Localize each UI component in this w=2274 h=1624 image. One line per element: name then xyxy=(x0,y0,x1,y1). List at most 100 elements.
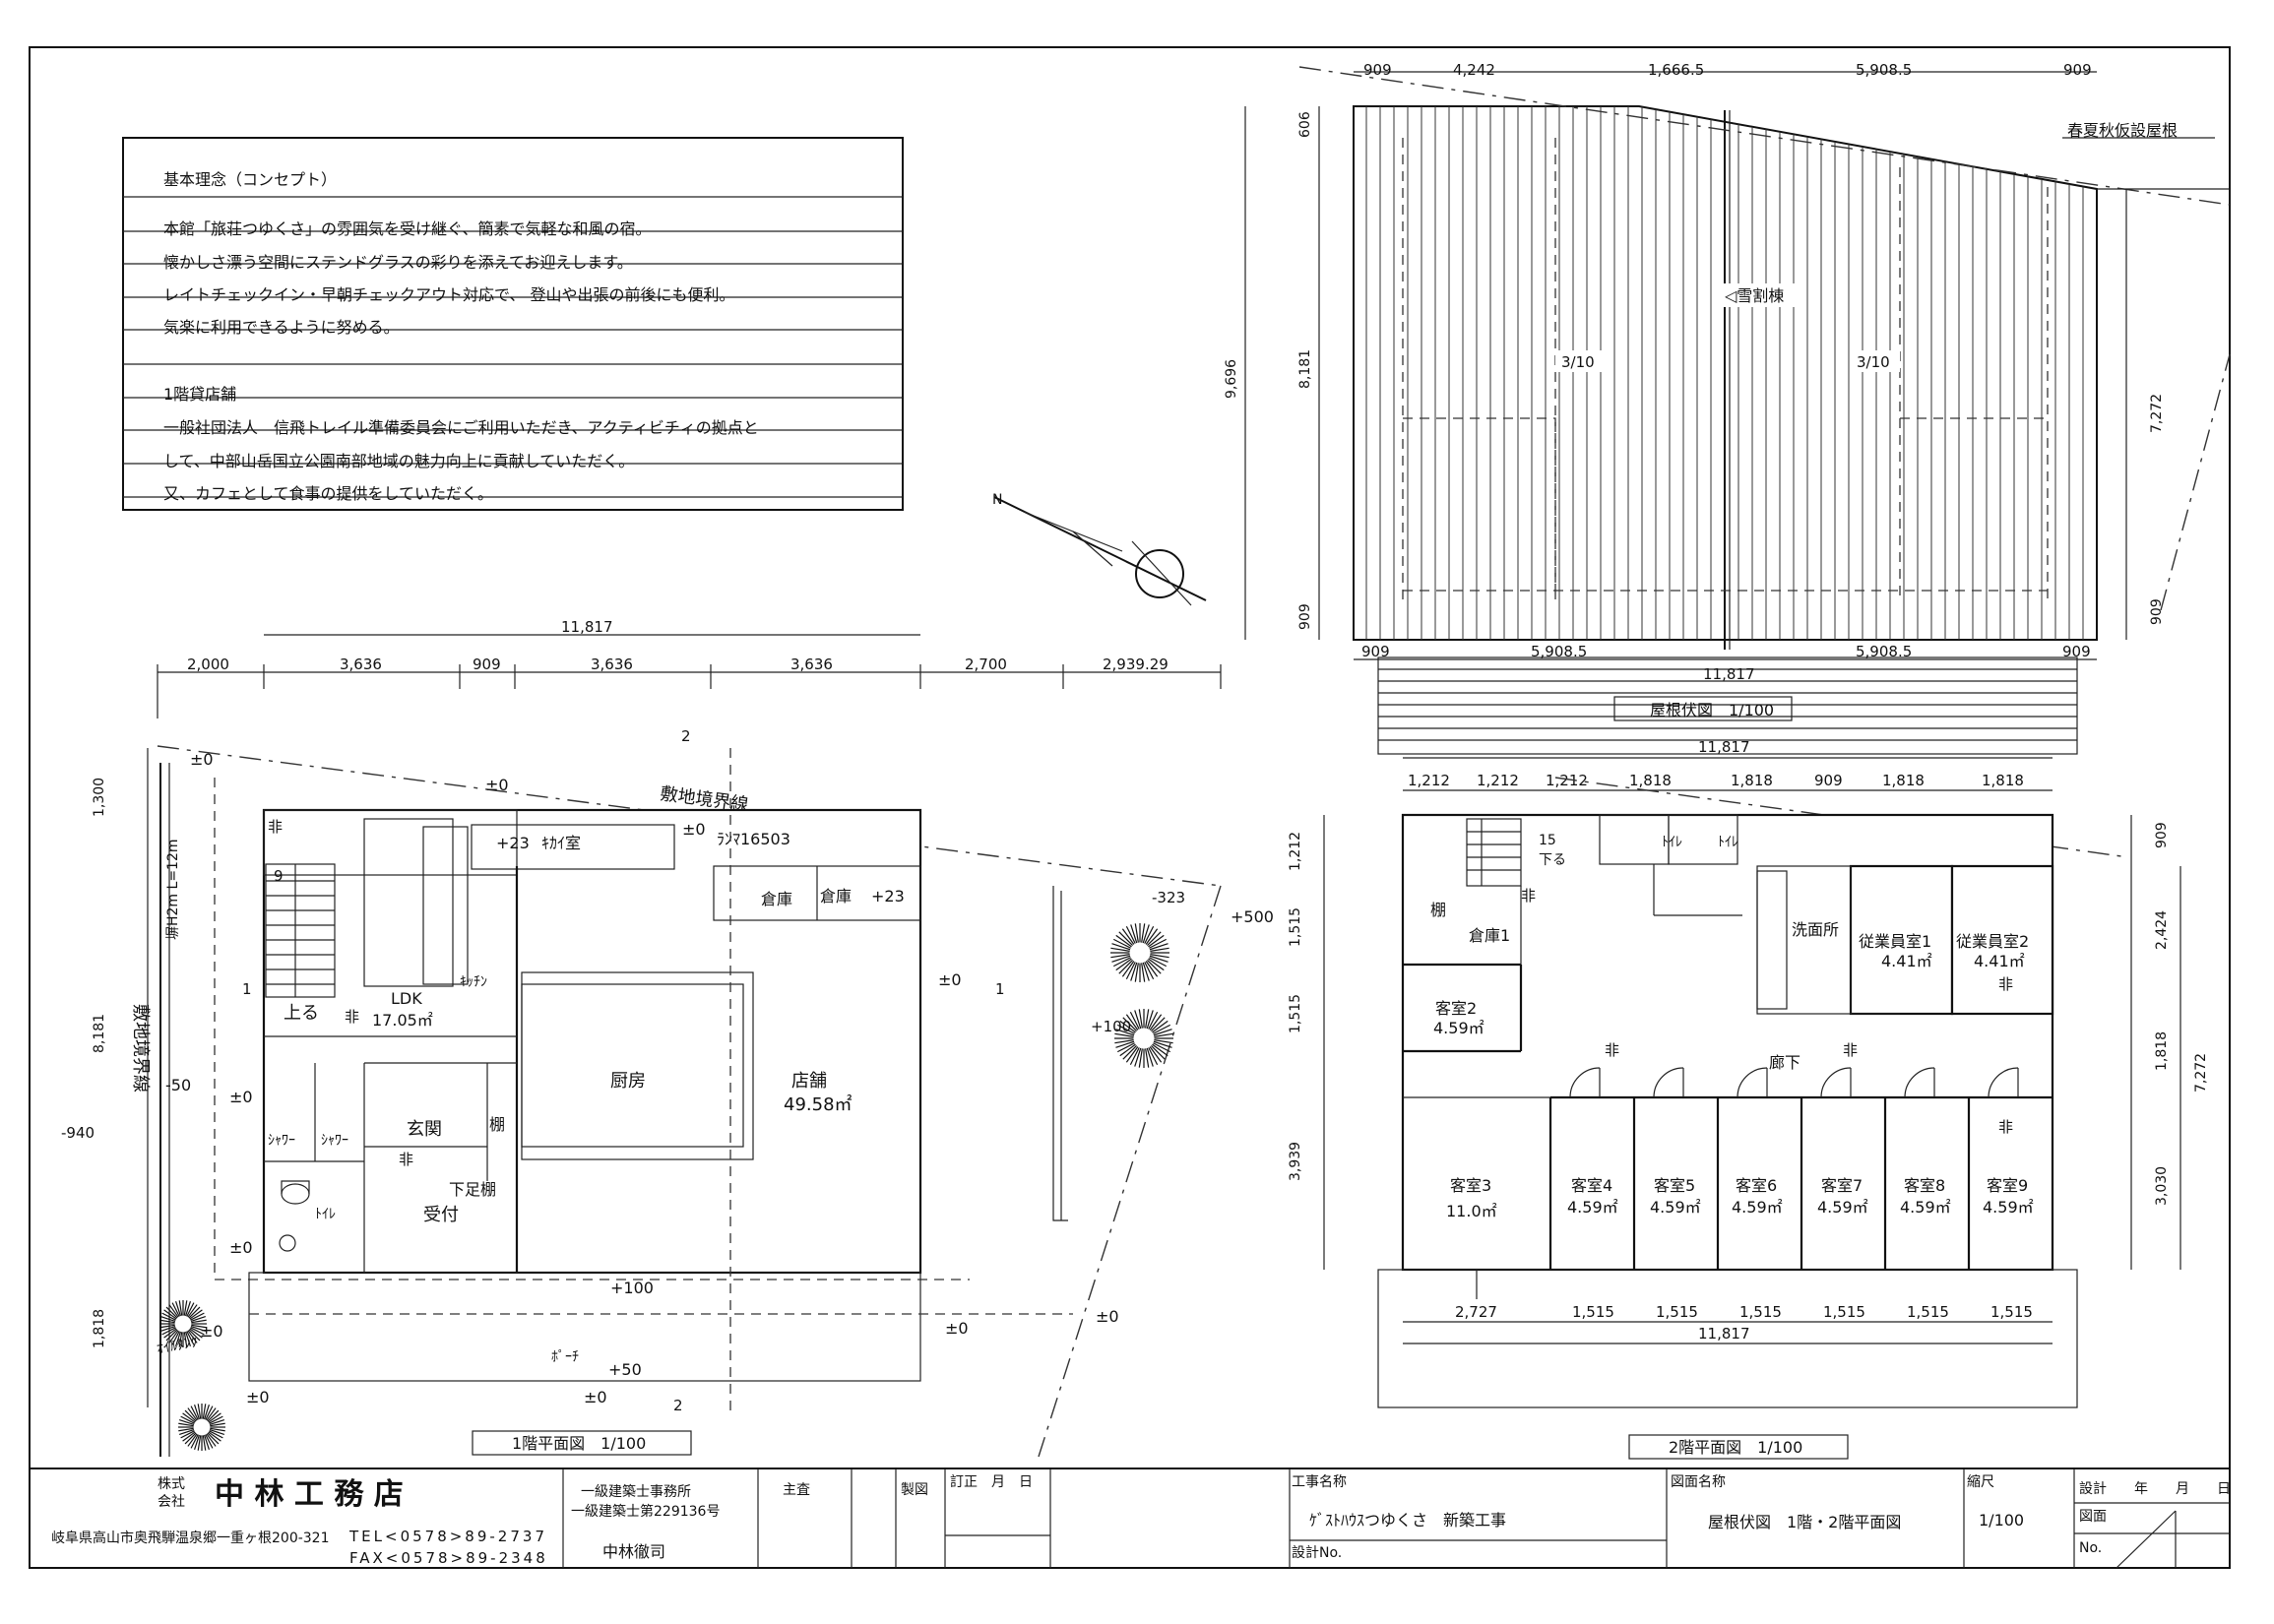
f2-exit-4: 非 xyxy=(1998,975,2013,993)
f1-sec-1: 1 xyxy=(242,980,252,998)
f2-corridor: 廊下 xyxy=(1769,1053,1800,1072)
tb-drawing-label: 図面名称 xyxy=(1671,1474,1726,1490)
tb-tel: TEL<0578>89-2737 xyxy=(348,1528,547,1545)
f1-exit-2: 非 xyxy=(345,1008,359,1026)
door-icon xyxy=(1904,1067,1935,1098)
f1-minus323: -323 xyxy=(1152,889,1185,906)
f1-fence: 塀H2m L=12m xyxy=(165,839,181,940)
f2-storage1: 倉庫1 xyxy=(1469,926,1510,945)
tb-license1: 一級建築士事務所 xyxy=(581,1484,691,1500)
f1-pm0-10: ±0 xyxy=(246,1388,270,1406)
f1-dim-top-1: 2,000 xyxy=(187,656,229,673)
f1-ranma: ﾗﾝﾏ16503 xyxy=(717,830,790,848)
tree-icon xyxy=(1110,923,1169,982)
door-icon xyxy=(1569,1067,1601,1098)
f1-sec-1b: 1 xyxy=(995,980,1005,998)
f2-dim-bottom-3: 1,515 xyxy=(1656,1303,1698,1321)
f2-room9-name: 客室9 xyxy=(1987,1176,2028,1195)
tree-icon xyxy=(159,1300,207,1347)
f2-exit-3: 非 xyxy=(1843,1041,1858,1059)
f1-ldk: LDK xyxy=(391,989,422,1008)
f2-overall-right: 7,272 xyxy=(2193,1053,2209,1093)
concept-box: 基本理念（コンセプト） 本館「旅荘つゆくさ」の雰囲気を受け継ぐ、簡素で気軽な和風… xyxy=(122,137,904,511)
f2-total-top: 11,817 xyxy=(1698,738,1750,756)
f2-exit-1: 非 xyxy=(1521,887,1536,905)
f2-shelf: 棚 xyxy=(1430,901,1446,919)
f2-dim-top-6: 909 xyxy=(1814,772,1843,789)
f1-shower-2: ｼｬﾜｰ xyxy=(321,1133,348,1149)
f2-room3-name: 客室3 xyxy=(1450,1176,1491,1195)
f2-staff2-area: 4.41㎡ xyxy=(1974,952,2025,970)
roof-dim-left-3: 909 xyxy=(1297,603,1313,630)
f2-caption: 2階平面図 1/100 xyxy=(1669,1438,1802,1457)
door-icon xyxy=(1737,1067,1768,1098)
f2-room8-area: 4.59㎡ xyxy=(1900,1198,1951,1217)
roof-dim-left-2: 8,181 xyxy=(1297,349,1313,389)
f1-dim-top-7: 2,939.29 xyxy=(1103,656,1169,673)
roof-dim-bottom-3: 5,908.5 xyxy=(1856,643,1912,660)
f2-dim-top-5: 1,818 xyxy=(1731,772,1773,789)
f1-total-top: 11,817 xyxy=(561,618,613,636)
tb-checked: 主査 xyxy=(783,1482,810,1498)
f2-room9-area: 4.59㎡ xyxy=(1983,1198,2034,1217)
f1-exit-1: 非 xyxy=(268,818,283,836)
f1-pm0-7: ±0 xyxy=(945,1319,969,1338)
f1-dim-left-2: 8,181 xyxy=(92,1014,107,1053)
f2-exit-2: 非 xyxy=(1605,1041,1619,1059)
f1-sec-2b: 2 xyxy=(673,1397,683,1414)
f2-washroom: 洗面所 xyxy=(1792,920,1839,939)
f2-room3-area: 11.0㎡ xyxy=(1446,1202,1497,1220)
door-icon xyxy=(1653,1067,1684,1098)
tb-sheet-label: 図面 xyxy=(2079,1509,2107,1525)
f1-pm0-1: ±0 xyxy=(190,750,214,769)
f2-room7-name: 客室7 xyxy=(1821,1176,1863,1195)
concept-line-4: 気楽に利用できるように努める。 xyxy=(163,318,400,337)
tb-drawing: 屋根伏図 1階・2階平面図 xyxy=(1708,1513,1901,1531)
f1-dim-top-2: 3,636 xyxy=(340,656,382,673)
f1-plus100b: +100 xyxy=(1091,1018,1131,1035)
f1-boundary-left: 敷地境界線 xyxy=(130,1004,151,1093)
f1-tank: ｵｲﾙﾀﾝｸ xyxy=(156,1335,199,1357)
f1-shop: 店舗 xyxy=(791,1071,827,1092)
f1-tree-icon xyxy=(159,923,1173,1451)
f2-total-bottom: 11,817 xyxy=(1698,1325,1750,1343)
roof-dim-bottom-2: 5,908.5 xyxy=(1531,643,1587,660)
f1-dim-left-3: 1,818 xyxy=(92,1309,107,1348)
f2-exit-5: 非 xyxy=(1998,1118,2013,1136)
f1-reception: 受付 xyxy=(423,1205,459,1225)
f2-staff1-name: 従業員室1 xyxy=(1859,932,1931,951)
f1-pm0-2: ±0 xyxy=(485,776,509,794)
f2-down: 下る xyxy=(1539,852,1566,868)
f2-room7-area: 4.59㎡ xyxy=(1817,1198,1868,1217)
f1-entrance: 玄関 xyxy=(407,1119,442,1140)
f1-exit-3: 非 xyxy=(399,1151,413,1168)
concept-line-2: 懐かしさ漂う空間にステンドグラスの彩りを添えてお迎えします。 xyxy=(163,253,633,272)
roof-dim-left-1: 606 xyxy=(1297,111,1313,138)
f1-shop-area: 49.58㎡ xyxy=(784,1093,853,1115)
f2-dim-bottom-7: 1,515 xyxy=(1990,1303,2033,1321)
f2-dim-left-1: 1,212 xyxy=(1288,832,1303,871)
roof-dim-right-1: 7,272 xyxy=(2149,394,2165,433)
f2-dim-bottom-6: 1,515 xyxy=(1907,1303,1949,1321)
roof-dim-bottom-4: 909 xyxy=(2062,643,2091,660)
concept-line-1: 本館「旅荘つゆくさ」の雰囲気を受け継ぐ、簡素で気軽な和風の宿。 xyxy=(163,219,652,238)
roof-snow-ridge: ◁雪割棟 xyxy=(1724,286,1784,305)
f2-room6-name: 客室6 xyxy=(1736,1176,1777,1195)
tb-fax: FAX<0578>89-2348 xyxy=(349,1549,548,1567)
concept-section2-line-1: 一般社団法人 信飛トレイル準備委員会にご利用いただき、アクティビチィの拠点と xyxy=(163,418,759,437)
f2-stairs-count: 15 xyxy=(1539,833,1556,848)
f2-dim-bottom-5: 1,515 xyxy=(1823,1303,1865,1321)
f2-dim-bottom-2: 1,515 xyxy=(1572,1303,1614,1321)
f2-dim-right-2: 2,424 xyxy=(2154,910,2170,950)
f1-plus100: +100 xyxy=(610,1279,654,1297)
concept-section2-line-3: 又、カフェとして食事の提供をしていただく。 xyxy=(163,484,493,503)
f1-plus50: +50 xyxy=(608,1360,642,1379)
f2-toilet2: ﾄｲﾚ xyxy=(1718,835,1738,850)
tb-company-prefix-2: 会社 xyxy=(158,1494,185,1510)
f1-minus940: -940 xyxy=(61,1124,95,1142)
f1-storage-a: 倉庫 xyxy=(761,890,792,908)
f1-plus23-a: +23 xyxy=(496,834,530,852)
roof-slope-left: 3/10 xyxy=(1561,353,1595,371)
f1-toilet: ﾄｲﾚ xyxy=(315,1207,336,1222)
floor2-plan: 11,817 1,212 1,212 1,212 1,818 1,818 909… xyxy=(1288,738,2209,1460)
